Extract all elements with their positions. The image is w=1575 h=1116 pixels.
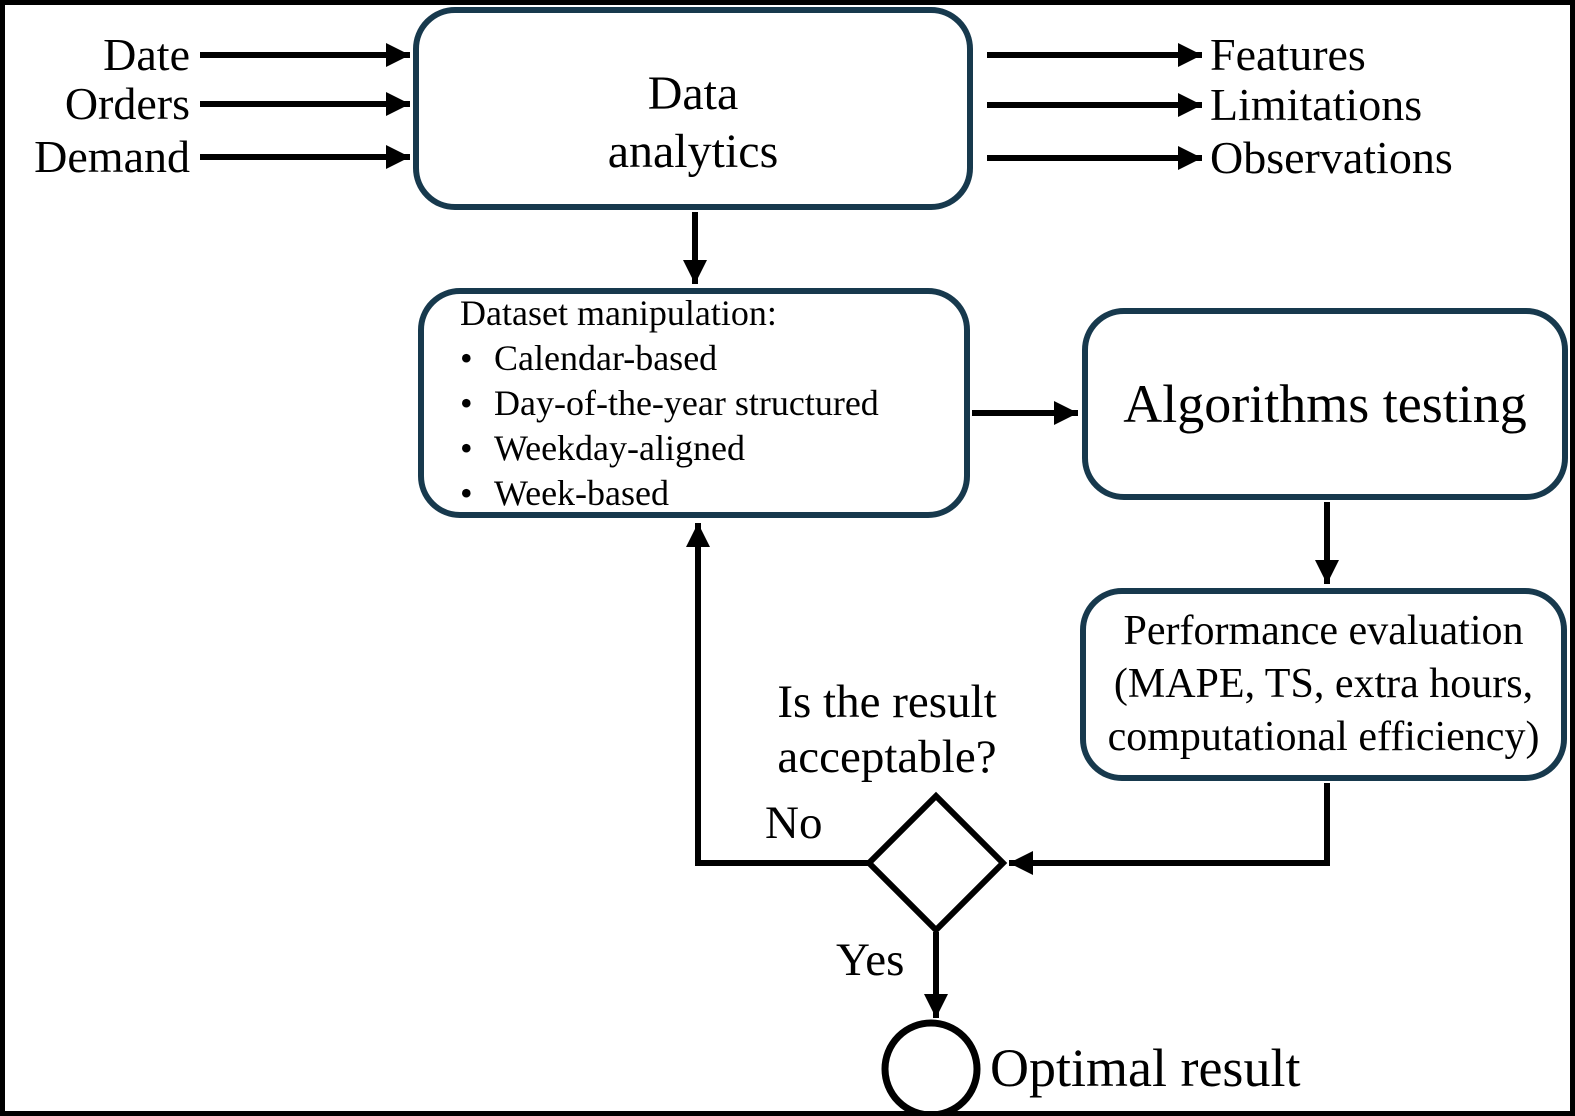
data-analytics-line1: Data [647,67,739,120]
decision-no-label: No [765,797,823,849]
arrow-performance-to-decision [1009,783,1330,875]
connector-layer [200,43,1339,1111]
input-label-orders: Orders [64,78,190,129]
dataset-bullet-weekday: • Weekday-aligned [460,426,745,471]
data-analytics-line2: analytics [607,125,779,178]
bullet-icon: • [460,337,473,378]
node-algorithms-testing: Algorithms testing [1082,308,1568,500]
algorithms-testing-label: Algorithms testing [1123,374,1527,434]
bullet-icon: • [460,472,473,513]
input-label-date: Date [103,29,190,80]
decision-question: Is the result acceptable? [777,676,997,783]
output-label-features: Features [1210,29,1366,80]
bullet-icon: • [460,427,473,468]
dataset-bullet-week-label: Week-based [494,472,670,513]
input-label-demand: Demand [34,131,190,182]
output-label-observations: Observations [1210,132,1453,183]
dataset-bullet-day-of-year: • Day-of-the-year structured [460,381,879,426]
dataset-bullet-calendar-label: Calendar-based [494,337,718,378]
dataset-bullet-calendar: • Calendar-based [460,336,717,381]
dataset-manipulation-title: Dataset manipulation: [460,292,777,333]
decision-yes-label: Yes [836,934,905,986]
dataset-bullet-weekday-label: Weekday-aligned [494,427,745,468]
output-label-limitations: Limitations [1210,79,1423,130]
dataset-bullet-week: • Week-based [460,471,669,516]
performance-line1: Performance evaluation [1123,608,1524,654]
arrow-no-feedback-to-dataset [686,523,869,866]
bullet-icon: • [460,382,473,423]
optimal-result-label: Optimal result [990,1038,1301,1098]
optimal-result-circle [881,1019,981,1111]
node-dataset-manipulation: Dataset manipulation: • Calendar-based • D… [418,288,970,518]
performance-line2: (MAPE, TS, extra hours, [1113,661,1534,707]
node-data-analytics: Data analytics [413,7,973,210]
dataset-bullet-day-of-year-label: Day-of-the-year structured [494,382,879,423]
performance-line3: computational efficiency) [1107,714,1540,760]
decision-diamond [864,791,1008,935]
node-performance-evaluation: Performance evaluation (MAPE, TS, extra … [1080,588,1567,781]
